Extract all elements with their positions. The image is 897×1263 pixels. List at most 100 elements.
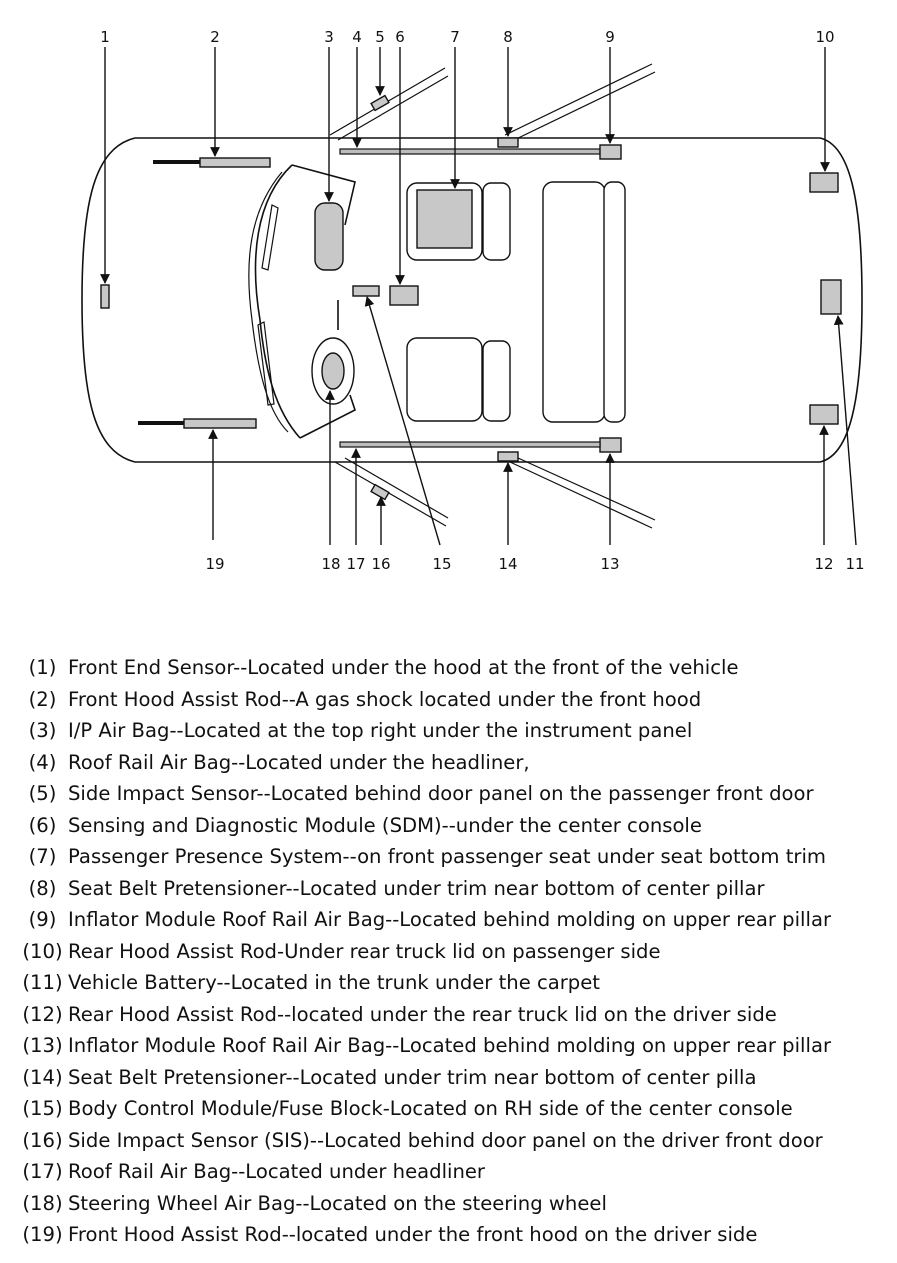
legend-description: Inflator Module Roof Rail Air Bag--Locat… [68, 1034, 832, 1057]
legend-number: (19) [22, 1223, 63, 1246]
legend-item: (3) I/P Air Bag--Located at the top right… [17, 715, 895, 747]
legend-item: (11)Vehicle Battery--Located in the trun… [17, 967, 895, 999]
door-line-8 [504, 63, 653, 136]
door-line-16 [334, 461, 447, 527]
door-line-16b [344, 457, 449, 519]
callout-18: 18 [321, 555, 340, 573]
callout-6: 6 [395, 28, 405, 46]
legend-description: Roof Rail Air Bag--Located under the hea… [68, 750, 530, 774]
callout-13: 13 [600, 555, 619, 573]
legend-number: (15) [22, 1097, 63, 1120]
legend-description: Roof Rail Air Bag--Located under headlin… [68, 1160, 485, 1183]
legend-item: (8) Seat Belt Pretensioner--Located under… [17, 873, 895, 905]
legend-item: (13)Inflator Module Roof Rail Air Bag--L… [17, 1030, 895, 1062]
rear-hood-assist-rod-driver [809, 404, 839, 425]
door-line-5b [337, 75, 449, 141]
wiper-upper [261, 204, 279, 271]
door-line-8b [511, 71, 656, 142]
callout-11: 11 [845, 555, 864, 573]
rear-seat [542, 181, 606, 423]
legend-description: Rear Hood Assist Rod-Under rear truck li… [68, 939, 661, 963]
legend-item: (10)Rear Hood Assist Rod-Under rear truc… [17, 936, 895, 968]
legend-number: (9) [28, 908, 57, 931]
legend-description: Seat Belt Pretensioner--Located under tr… [68, 1065, 757, 1089]
legend-description: Sensing and Diagnostic Module (SDM)--und… [68, 813, 702, 837]
callout-12: 12 [814, 555, 833, 573]
ip-air-bag [314, 202, 344, 271]
legend-number: (14) [22, 1065, 63, 1089]
callout-16: 16 [371, 555, 390, 573]
legend-description: Steering Wheel Air Bag--Located on the s… [68, 1191, 607, 1215]
legend-description: Passenger Presence System--on front pass… [68, 845, 826, 868]
wiper-lower [257, 321, 275, 406]
legend-item: (16)Side Impact Sensor (SIS)--Located be… [17, 1125, 895, 1157]
legend-number: (3) [28, 719, 57, 742]
legend-number: (1) [28, 656, 57, 679]
inflator-module-top [599, 144, 622, 160]
rear-seatback [603, 181, 626, 423]
legend-number: (2) [28, 687, 57, 711]
callout-15: 15 [432, 555, 451, 573]
seat-belt-pretensioner-driver [497, 451, 519, 462]
legend-item: (18)Steering Wheel Air Bag--Located on t… [17, 1188, 895, 1220]
seat-belt-pretensioner-passenger [497, 137, 519, 148]
callout-2: 2 [210, 28, 220, 46]
vehicle-body-outline [81, 137, 863, 463]
legend-item: (7)Passenger Presence System--on front p… [17, 841, 895, 873]
rear-hood-assist-rod-passenger [809, 172, 839, 193]
legend-item: (12)Rear Hood Assist Rod--located under … [17, 999, 895, 1031]
legend-number: (6) [28, 813, 57, 837]
legend-description: Side Impact Sensor--Located behind door … [68, 782, 814, 805]
legend-description: Body Control Module/Fuse Block-Located o… [68, 1097, 793, 1120]
legend-description: Front Hood Assist Rod--located under the… [68, 1223, 758, 1246]
legend-description: Front End Sensor--Located under the hood… [68, 656, 739, 679]
callout-1: 1 [100, 28, 110, 46]
legend-item: (9) Inflator Module Roof Rail Air Bag--Lo… [17, 904, 895, 936]
front-hood-assist-rod [199, 157, 271, 168]
dashboard-outline [291, 164, 356, 439]
legend-item: (15)Body Control Module/Fuse Block-Locat… [17, 1093, 895, 1125]
callout-9: 9 [605, 28, 615, 46]
legend-item: (17)Roof Rail Air Bag--Located under hea… [17, 1156, 895, 1188]
legend-item: (19)Front Hood Assist Rod--located under… [17, 1219, 895, 1251]
side-impact-sensor-driver [370, 483, 390, 501]
front-driver-seatback [482, 340, 511, 422]
callout-19: 19 [205, 555, 224, 573]
legend-description: I/P Air Bag--Located at the top right un… [68, 719, 693, 742]
legend-item: (1) Front End Sensor--Located under the h… [17, 652, 895, 684]
callout-3: 3 [324, 28, 334, 46]
passenger-presence-system [416, 189, 473, 249]
legend-number: (5) [28, 782, 57, 805]
legend-number: (4) [28, 750, 57, 774]
front-hood-assist-rod-driver [183, 418, 257, 429]
front-driver-seat [406, 337, 483, 422]
callout-17: 17 [346, 555, 365, 573]
callout-4: 4 [352, 28, 362, 46]
legend-description: Side Impact Sensor (SIS)--Located behind… [68, 1128, 823, 1152]
legend-description: Front Hood Assist Rod--A gas shock locat… [68, 687, 702, 711]
windshield-inner [248, 171, 289, 433]
legend-item: (14)Seat Belt Pretensioner--Located unde… [17, 1062, 895, 1094]
legend-number: (17) [22, 1160, 63, 1183]
legend-number: (10) [22, 939, 63, 963]
legend-description: Rear Hood Assist Rod--located under the … [68, 1002, 777, 1026]
body-control-module [352, 285, 380, 297]
sensing-diagnostic-module [389, 285, 419, 306]
door-line-14 [509, 461, 653, 529]
legend-description: Seat Belt Pretensioner--Located under tr… [68, 876, 765, 900]
legend-description: Inflator Module Roof Rail Air Bag--Locat… [68, 908, 832, 931]
vehicle-battery [820, 279, 842, 315]
inflator-module-bottom [599, 437, 622, 453]
door-line-14b [517, 457, 656, 521]
legend-description: Vehicle Battery--Located in the trunk un… [68, 971, 600, 994]
leader-11 [833, 315, 857, 546]
legend-number: (11) [22, 971, 63, 994]
callout-5: 5 [375, 28, 385, 46]
callout-8: 8 [503, 28, 513, 46]
legend-number: (13) [22, 1034, 63, 1057]
windshield [254, 164, 301, 439]
front-passenger-seatback [482, 182, 511, 261]
legend-number: (18) [22, 1191, 63, 1215]
legend-number: (8) [28, 876, 57, 900]
component-legend: (1) Front End Sensor--Located under the h… [17, 652, 895, 1251]
